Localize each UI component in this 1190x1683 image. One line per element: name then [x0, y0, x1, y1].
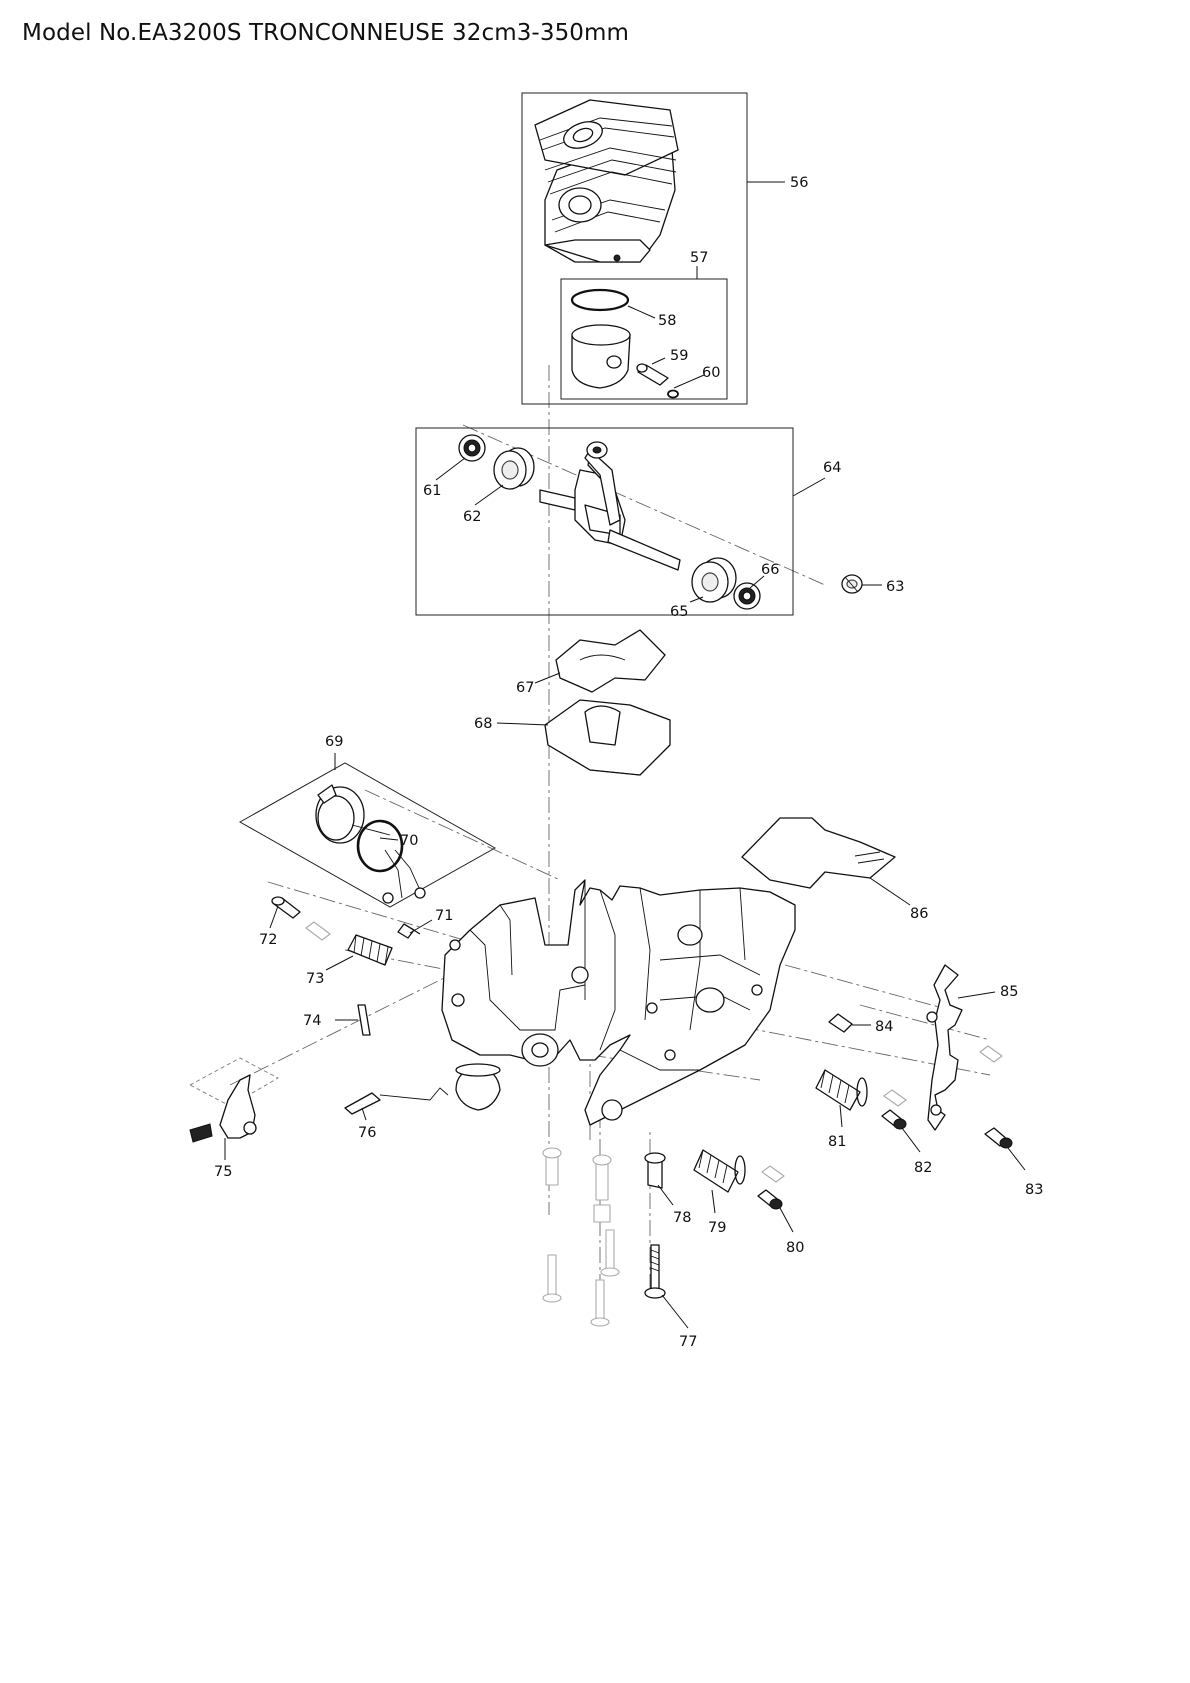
throttle-lever: [188, 1057, 280, 1143]
cover-plate: [741, 817, 896, 889]
piston-circlip: [667, 389, 679, 399]
callout-60: 60: [702, 365, 720, 381]
screw-80: [757, 1189, 783, 1210]
group-box-64: [415, 427, 794, 616]
needle-bearing: [841, 574, 863, 594]
callout-58: 58: [658, 313, 676, 329]
spring-81: [815, 1069, 868, 1111]
bearing-right: [691, 557, 737, 603]
callout-labels: 56 57 58 59 60 61 62 64 63 66 65 67 68 6…: [214, 175, 1043, 1350]
crankcase-half: [544, 699, 671, 776]
screw-83: [984, 1127, 1013, 1149]
bolt-85-ghost: [979, 1045, 1003, 1063]
callout-83: 83: [1025, 1182, 1043, 1198]
callout-70: 70: [400, 833, 418, 849]
cylinder: [534, 99, 679, 263]
callout-62: 62: [463, 509, 481, 525]
bushing-78: [644, 1152, 666, 1189]
bolt-77: [644, 1244, 666, 1299]
bearing-left: [493, 447, 535, 490]
chain-catcher-bracket: [926, 964, 963, 1131]
bolt-79-ghost: [761, 1165, 785, 1183]
callout-74: 74: [303, 1013, 321, 1029]
screw-82: [881, 1109, 907, 1130]
spring-79: [693, 1149, 746, 1193]
piston-pin: [636, 363, 669, 386]
callout-64: 64: [823, 460, 841, 476]
group-box-69: [238, 762, 497, 908]
callout-84: 84: [875, 1019, 893, 1035]
piston: [571, 324, 631, 389]
oil-pump-o-ring: [356, 819, 404, 873]
screw-71: [397, 923, 421, 939]
spring-73: [347, 934, 393, 966]
oil-seal-left: [458, 434, 486, 462]
bolt-84: [828, 1013, 853, 1033]
callout-85: 85: [1000, 984, 1018, 1000]
callout-66: 66: [761, 562, 779, 578]
callout-72: 72: [259, 932, 277, 948]
leader-lines: [224, 181, 1026, 1329]
callout-65: 65: [670, 604, 688, 620]
callout-86: 86: [910, 906, 928, 922]
callout-63: 63: [886, 579, 904, 595]
callout-67: 67: [516, 680, 534, 696]
callout-57: 57: [690, 250, 708, 266]
key-74: [357, 1004, 371, 1036]
ghost-fasteners: [542, 1147, 620, 1327]
callout-79: 79: [708, 1220, 726, 1236]
callout-78: 78: [673, 1210, 691, 1226]
group-box-57: [560, 278, 728, 400]
callout-73: 73: [306, 971, 324, 987]
callout-82: 82: [914, 1160, 932, 1176]
crankcase-housing: [441, 879, 796, 1126]
callout-80: 80: [786, 1240, 804, 1256]
bolt-81-ghost: [883, 1089, 907, 1107]
callout-61: 61: [423, 483, 441, 499]
callout-71: 71: [435, 908, 453, 924]
crankshaft: [539, 441, 681, 571]
callout-77: 77: [679, 1334, 697, 1350]
bolt-72-ghost: [305, 921, 331, 941]
callout-76: 76: [358, 1125, 376, 1141]
primer-bulb: [455, 1063, 501, 1111]
group-box-56: [521, 92, 748, 405]
callout-75: 75: [214, 1164, 232, 1180]
bolt-72: [271, 896, 301, 919]
callout-81: 81: [828, 1134, 846, 1150]
choke-rod: [344, 1087, 449, 1115]
crankcase-gasket: [555, 629, 666, 693]
oil-seal-right: [733, 582, 761, 610]
callout-68: 68: [474, 716, 492, 732]
callout-56: 56: [790, 175, 808, 191]
page-title: Model No.EA3200S TRONCONNEUSE 32cm3-350m…: [22, 20, 630, 46]
callout-59: 59: [670, 348, 688, 364]
callout-69: 69: [325, 734, 343, 750]
piston-ring: [570, 288, 630, 312]
